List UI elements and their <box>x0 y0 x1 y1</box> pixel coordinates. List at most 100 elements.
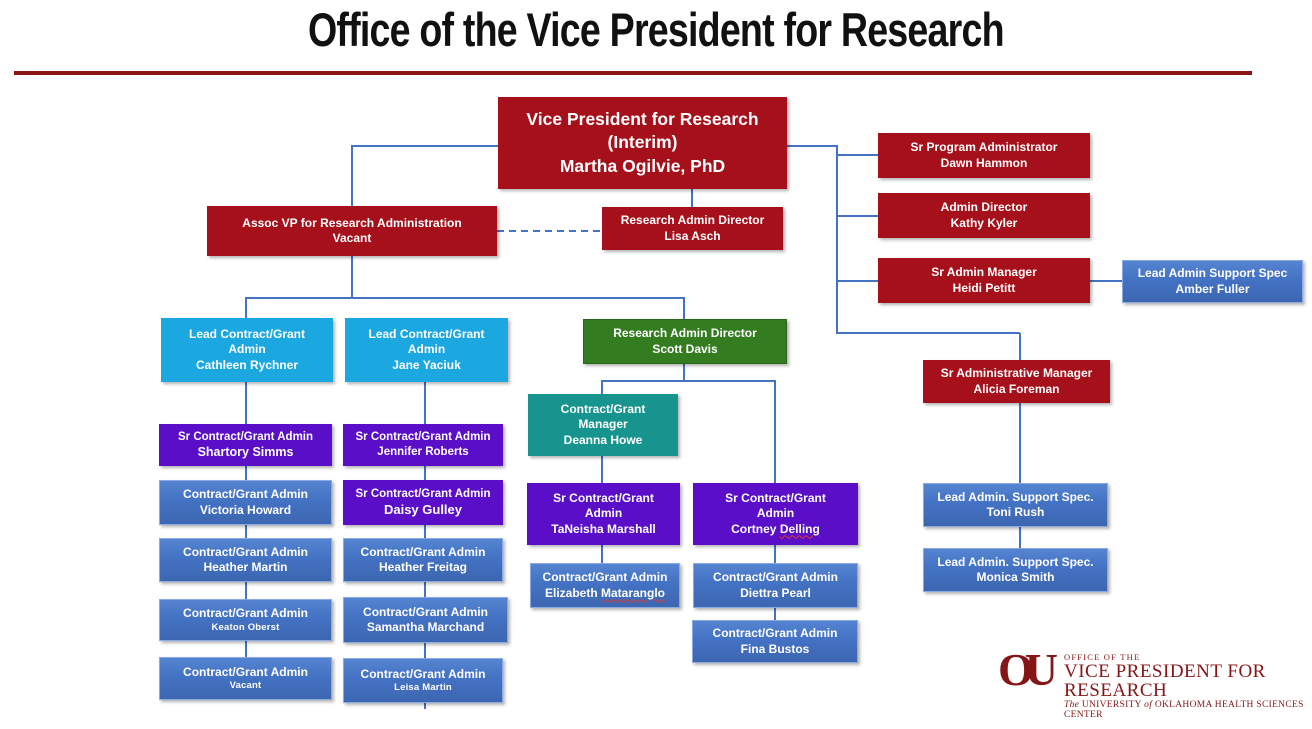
person-name: Scott Davis <box>652 341 718 356</box>
org-box-research-admin-director-davis: Research Admin Director Scott Davis <box>583 319 787 364</box>
org-box-cga-freitag: Contract/Grant Admin Heather Freitag <box>343 538 503 582</box>
role-title: Contract/Grant Admin <box>183 664 308 679</box>
logo-word-rest: OKLAHOMA HEALTH SCIENCES CENTER <box>1064 700 1304 720</box>
org-box-assoc-vp: Assoc VP for Research Administration Vac… <box>207 206 497 256</box>
person-name: Fina Bustos <box>740 641 810 656</box>
role-title: Sr Contract/Grant Admin <box>355 487 491 500</box>
logo-office-of-the: OFFICE OF THE <box>1064 652 1141 662</box>
person-name: Jennifer Roberts <box>377 446 469 458</box>
org-box-cga-oberst: Contract/Grant Admin Keaton Oberst <box>159 599 332 641</box>
person-name: Alicia Foreman <box>973 381 1060 396</box>
person-name: Elizabeth Mataranglo <box>545 586 665 601</box>
org-box-cga-leisa-martin: Contract/Grant Admin Leisa Martin <box>343 658 503 703</box>
role-title: Research Admin Director <box>613 326 757 341</box>
org-box-sr-cga-gulley: Sr Contract/Grant Admin Daisy Gulley <box>343 480 503 525</box>
person-name-spellcheck: Mataranglo <box>601 585 666 600</box>
org-box-lead-cga-yaciuk: Lead Contract/Grant Admin Jane Yaciuk <box>345 318 508 382</box>
role-title: Contract/Grant Admin <box>542 570 668 585</box>
page-header: Office of the Vice President for Researc… <box>0 2 1312 57</box>
person-name: Heather Freitag <box>378 560 468 574</box>
org-box-sr-cga-marshall: Sr Contract/Grant Admin TaNeisha Marshal… <box>527 483 680 545</box>
logo-university-line: The UNIVERSITY of OKLAHOMA HEALTH SCIENC… <box>1064 700 1312 720</box>
org-box-cga-howard: Contract/Grant Admin Victoria Howard <box>159 480 332 525</box>
org-box-sr-admin-manager: Sr Admin Manager Heidi Petitt <box>878 258 1090 303</box>
logo-org-name: VICE PRESIDENT FOR RESEARCH <box>1064 661 1266 701</box>
role-title: Lead Contract/Grant Admin <box>368 326 485 357</box>
person-name: Deanna Howe <box>563 432 643 447</box>
org-box-cga-mataranglo: Contract/Grant Admin Elizabeth Matarangl… <box>530 563 680 608</box>
person-name-spellcheck: Delling <box>779 521 820 536</box>
role-title: Sr Contract/Grant Admin <box>355 431 491 444</box>
person-name: Victoria Howard <box>199 502 292 517</box>
role-title: Sr Contract/Grant Admin <box>177 430 314 443</box>
role-title: Sr Administrative Manager <box>940 366 1093 381</box>
person-name: Heidi Petitt <box>952 280 1016 295</box>
logo-word-the: The <box>1064 700 1080 710</box>
role-title: Contract/Grant Admin <box>183 487 308 502</box>
role-title: Sr Contract/Grant Admin <box>725 490 826 521</box>
title-divider-rule <box>14 71 1252 75</box>
org-box-cga-pearl: Contract/Grant Admin Diettra Pearl <box>693 563 858 608</box>
person-name: Vacant <box>229 680 262 692</box>
ou-monogram-icon: OU <box>998 644 1058 695</box>
person-name: Heather Martin <box>203 560 288 574</box>
person-name: Lisa Asch <box>664 228 721 243</box>
org-box-sr-cga-delling: Sr Contract/Grant Admin Cortney Delling <box>693 483 858 545</box>
org-box-lead-admin-support-rush: Lead Admin. Support Spec. Toni Rush <box>923 483 1108 527</box>
role-title: Contract/Grant Admin <box>183 606 308 621</box>
org-box-cga-vacant: Contract/Grant Admin Vacant <box>159 657 332 700</box>
role-title: Sr Program Administrator <box>910 140 1058 155</box>
person-name: Cortney Delling <box>731 522 820 537</box>
role-title: Contract/Grant Admin <box>712 626 838 641</box>
role-title: Contract/Grant Admin <box>183 544 308 559</box>
org-box-research-admin-director-asch: Research Admin Director Lisa Asch <box>602 207 783 250</box>
logo-word-university: UNIVERSITY <box>1079 700 1145 710</box>
person-name: Diettra Pearl <box>740 585 811 600</box>
org-box-sr-cga-roberts: Sr Contract/Grant Admin Jennifer Roberts <box>343 424 503 466</box>
person-name: Samantha Marchand <box>366 620 485 634</box>
logo-word-of: of <box>1144 700 1153 710</box>
person-name: Jane Yaciuk <box>392 357 461 372</box>
person-name: Kathy Kyler <box>950 215 1018 230</box>
person-name: Vacant <box>332 231 372 245</box>
org-box-cg-manager-howe: Contract/Grant Manager Deanna Howe <box>528 394 678 456</box>
person-name: Leisa Martin <box>394 682 452 694</box>
person-name: Martha Ogilvie, PhD <box>559 155 726 176</box>
role-title: Lead Admin. Support Spec. <box>937 489 1094 504</box>
org-box-vice-president: Vice President for Research (Interim) Ma… <box>498 97 787 189</box>
person-name: Keaton Oberst <box>211 621 280 633</box>
person-name-first: Cortney <box>731 521 780 536</box>
role-title: Sr Admin Manager <box>931 265 1037 280</box>
role-title: Contract/Grant Admin <box>713 570 838 585</box>
role-title: Lead Contract/Grant Admin <box>188 326 305 357</box>
role-title: Contract/Grant Admin <box>360 666 486 681</box>
role-title: Sr Contract/Grant Admin <box>553 490 654 521</box>
org-box-sr-cga-simms: Sr Contract/Grant Admin Shartory Simms <box>159 424 332 466</box>
person-name-first: Elizabeth <box>544 585 601 600</box>
org-box-cga-marchand: Contract/Grant Admin Samantha Marchand <box>343 597 508 643</box>
role-title: Lead Admin. Support Spec. <box>937 554 1094 569</box>
person-name: Dawn Hammon <box>940 155 1028 170</box>
person-name: Daisy Gulley <box>383 501 463 517</box>
org-box-sr-program-administrator: Sr Program Administrator Dawn Hammon <box>878 133 1090 178</box>
person-name: Cathleen Rychner <box>195 357 299 372</box>
person-name: Monica Smith <box>976 570 1055 584</box>
person-name: Amber Fuller <box>1175 281 1250 296</box>
org-box-lead-admin-support-smith: Lead Admin. Support Spec. Monica Smith <box>923 548 1108 592</box>
role-title: Lead Admin Support Spec <box>1137 266 1288 281</box>
org-box-cga-bustos: Contract/Grant Admin Fina Bustos <box>692 620 858 663</box>
role-title: Assoc VP for Research Administration <box>242 215 462 230</box>
person-name: Shartory Simms <box>197 445 294 460</box>
role-title: Admin Director <box>940 200 1028 215</box>
person-name: TaNeisha Marshall <box>551 521 656 536</box>
role-title: Vice President for Research (Interim) <box>526 108 759 153</box>
logo-text: OFFICE OF THE VICE PRESIDENT FOR RESEARC… <box>1064 648 1312 720</box>
role-title: Contract/Grant Manager <box>560 401 646 432</box>
page-title: Office of the Vice President for Researc… <box>308 3 1005 56</box>
org-box-cga-heather-martin: Contract/Grant Admin Heather Martin <box>159 538 332 582</box>
role-title: Research Admin Director <box>620 213 765 228</box>
org-box-lead-admin-support-spec-fuller: Lead Admin Support Spec Amber Fuller <box>1122 260 1303 303</box>
org-box-admin-director: Admin Director Kathy Kyler <box>878 193 1090 238</box>
